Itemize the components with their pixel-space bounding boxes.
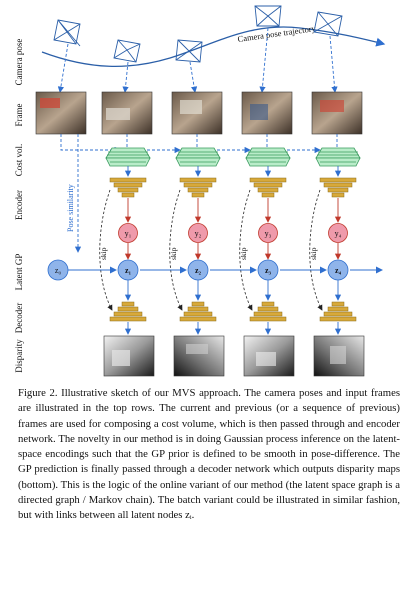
y-node-label: y₁	[125, 229, 132, 238]
encoder-block	[319, 177, 357, 198]
decoder-block	[109, 301, 147, 322]
row-label-cost-vol: Cost vol.	[14, 144, 24, 177]
z0-node	[47, 259, 69, 281]
encoder-row	[109, 177, 357, 198]
row-label-camera-pose: Camera pose	[14, 39, 24, 86]
decoder-row	[109, 301, 357, 322]
z-node-label: z₄	[335, 266, 342, 275]
decoder-to-disparity-arrows	[124, 322, 342, 335]
y-nodes: y₁ y₂ y₃ y₄	[118, 223, 348, 243]
mvs-figure: Camera pose Frame Cost vol. Encoder Late…	[14, 5, 386, 377]
decoder-block	[319, 301, 357, 322]
row-label-frame: Frame	[14, 104, 24, 127]
caption-text: Illustrative sketch of our MVS approach.…	[18, 387, 401, 522]
cost-volume-block	[245, 147, 291, 167]
camera-icon	[53, 19, 81, 47]
y-node	[118, 223, 138, 243]
z-nodes: z₀ z₁ z₂ z₃ z₄	[47, 259, 349, 281]
frames-row	[35, 91, 363, 135]
skip-label: skip	[309, 247, 318, 260]
decoder-block	[179, 301, 217, 322]
pose-similarity-label: Pose similarity	[66, 184, 75, 232]
cost-volume-row	[105, 147, 361, 167]
y-to-z-arrows	[124, 243, 342, 260]
y-node-label: y₄	[335, 229, 342, 238]
decoder-block	[249, 301, 287, 322]
cost-volume-block	[175, 147, 221, 167]
row-label-encoder: Encoder	[14, 190, 24, 220]
camera-icon	[254, 5, 282, 27]
row-labels: Camera pose Frame Cost vol. Encoder Late…	[14, 39, 24, 373]
row-label-decoder: Decoder	[14, 303, 24, 333]
skip-label: skip	[239, 247, 248, 260]
disparity-row	[103, 335, 365, 377]
camera-frustums	[53, 5, 343, 63]
frame-to-costvol-links	[60, 134, 338, 154]
figure-caption: Figure 2. Illustrative sketch of our MVS…	[18, 386, 400, 524]
y-node	[328, 223, 348, 243]
cost-volume-block	[105, 147, 151, 167]
caption-label: Figure 2.	[18, 387, 58, 399]
row-label-disparity: Disparity	[14, 339, 24, 373]
y-node	[188, 223, 208, 243]
camera-to-frame-links	[57, 27, 338, 93]
z-node-label: z₃	[265, 266, 272, 275]
row-label-latent-gp: Latent GP	[14, 254, 24, 291]
disparity-map	[173, 335, 225, 377]
encoder-block	[249, 177, 287, 198]
z0-node-label: z₀	[55, 266, 62, 275]
y-node-label: y₃	[265, 229, 272, 238]
encoder-to-y-arrows	[124, 198, 342, 223]
z-node-label: z₂	[195, 266, 202, 275]
cost-volume-block	[315, 147, 361, 167]
skip-label: skip	[169, 247, 178, 260]
z-node-label: z₁	[125, 266, 132, 275]
encoder-block	[109, 177, 147, 198]
frame-image	[311, 91, 363, 135]
costvol-to-encoder-arrows	[124, 166, 342, 177]
y-node	[258, 223, 278, 243]
camera-icon	[313, 11, 343, 37]
skip-label: skip	[99, 247, 108, 260]
camera-icon	[175, 39, 203, 63]
encoder-block	[179, 177, 217, 198]
y-node-label: y₂	[195, 229, 202, 238]
camera-trajectory-curve	[41, 26, 386, 67]
camera-icon	[113, 39, 141, 63]
skip-connections	[99, 189, 323, 311]
z-to-decoder-arrows	[124, 280, 342, 301]
